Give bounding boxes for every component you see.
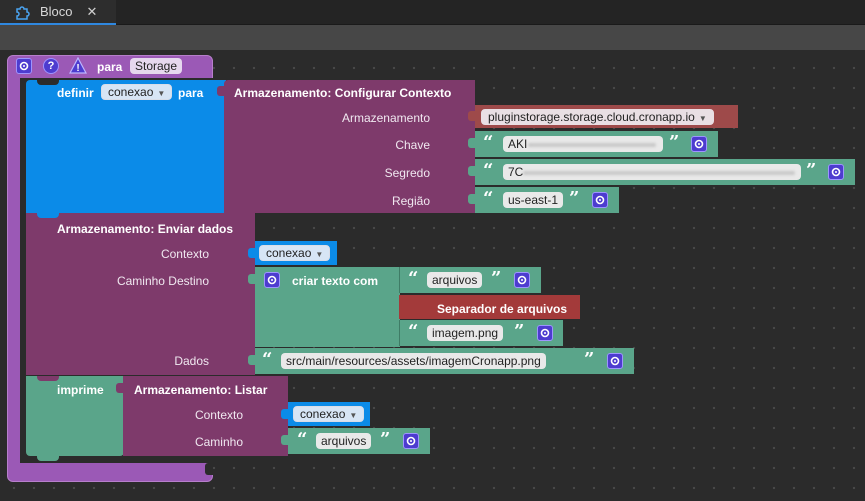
settings-icon[interactable] <box>828 164 844 180</box>
enviar-top-notch <box>37 213 59 218</box>
redacted-text <box>528 143 656 147</box>
configurar-title: Armazenamento: Configurar Contexto <box>234 86 452 100</box>
quote-open: “ <box>408 268 419 289</box>
quote-close: ” <box>584 349 595 370</box>
tab-bar: Bloco ✕ <box>0 0 865 25</box>
puzzle-icon <box>16 5 30 20</box>
input-notch <box>281 435 289 445</box>
regiao-label: Região <box>391 194 430 208</box>
caminho-destino-label: Caminho Destino <box>116 274 209 288</box>
quote-open: “ <box>483 132 494 153</box>
quote-open: “ <box>262 349 273 370</box>
imprime-bottom-notch <box>37 456 59 461</box>
function-name-field[interactable]: Storage <box>130 58 183 74</box>
function-bottom-notch <box>205 463 213 475</box>
armazenamento-label: Armazenamento <box>341 111 430 125</box>
definir-label: definir <box>57 86 94 100</box>
quote-close: ” <box>806 160 817 181</box>
settings-icon[interactable] <box>16 58 32 74</box>
configurar-contexto-block[interactable] <box>224 80 475 213</box>
chevron-down-icon: ▼ <box>315 250 324 259</box>
function-para-label: para <box>97 60 123 74</box>
enviar-title: Armazenamento: Enviar dados <box>57 222 234 236</box>
input-notch <box>468 138 476 148</box>
quote-close: ” <box>380 429 391 450</box>
set-variable-top-notch <box>37 80 59 85</box>
imprime-top-notch <box>37 376 59 381</box>
settings-icon[interactable] <box>514 272 530 288</box>
tab-bloco[interactable]: Bloco ✕ <box>0 0 116 25</box>
texto1-field[interactable]: arquivos <box>427 272 483 288</box>
listar-contexto-label: Contexto <box>194 408 243 422</box>
toolbar <box>0 25 865 50</box>
listar-contexto-dropdown[interactable]: conexao▼ <box>293 406 365 422</box>
settings-icon[interactable] <box>607 353 623 369</box>
redacted-text <box>523 171 795 175</box>
quote-open: “ <box>483 160 494 181</box>
chave-label: Chave <box>395 138 430 152</box>
input-notch <box>248 248 256 258</box>
input-notch <box>248 274 256 284</box>
regiao-field[interactable]: us-east-1 <box>503 192 564 208</box>
contexto-dropdown[interactable]: conexao▼ <box>259 245 331 261</box>
dados-label: Dados <box>174 354 209 368</box>
input-notch <box>468 194 476 204</box>
quote-close: ” <box>669 132 680 153</box>
settings-icon[interactable] <box>403 433 419 449</box>
warning-icon[interactable]: ! <box>69 56 87 74</box>
listar-caminho-label: Caminho <box>194 435 243 449</box>
set-variable-block[interactable] <box>26 80 226 213</box>
input-notch <box>248 355 256 365</box>
imprime-block[interactable] <box>26 376 124 456</box>
texto2-field[interactable]: imagem.png <box>427 325 504 341</box>
output-notch <box>217 86 225 96</box>
help-icon[interactable]: ? <box>43 58 59 74</box>
listar-block[interactable] <box>123 376 288 456</box>
listar-caminho-field[interactable]: arquivos <box>316 433 372 449</box>
listar-title: Armazenamento: Listar <box>134 383 268 397</box>
imprime-label: imprime <box>57 383 104 397</box>
separador-block[interactable] <box>399 295 580 319</box>
settings-icon[interactable] <box>264 272 280 288</box>
segredo-label: Segredo <box>384 166 430 180</box>
quote-open: “ <box>297 429 308 450</box>
quote-open: “ <box>483 188 494 209</box>
tab-title: Bloco <box>40 4 73 19</box>
contexto-label: Contexto <box>160 247 209 261</box>
chevron-down-icon: ▼ <box>698 114 707 123</box>
input-notch <box>281 409 289 419</box>
settings-icon[interactable] <box>691 136 707 152</box>
chevron-down-icon: ▼ <box>157 89 166 98</box>
para-label: para <box>178 86 204 100</box>
criar-texto-label: criar texto com <box>292 274 379 288</box>
chevron-down-icon: ▼ <box>349 411 358 420</box>
quote-close: ” <box>569 188 580 209</box>
variable-dropdown[interactable]: conexao▼ <box>101 84 173 100</box>
dados-field[interactable]: src/main/resources/assets/imagemCronapp.… <box>281 353 546 369</box>
armazenamento-dropdown[interactable]: pluginstorage.storage.cloud.cronapp.io▼ <box>481 109 714 125</box>
quote-close: ” <box>514 321 525 342</box>
output-notch <box>116 383 124 393</box>
settings-icon[interactable] <box>592 192 608 208</box>
input-notch <box>468 111 476 121</box>
separador-label: Separador de arquivos <box>437 302 568 316</box>
close-icon[interactable]: ✕ <box>86 3 98 19</box>
svg-text:!: ! <box>76 63 79 74</box>
enviar-dados-block[interactable] <box>26 213 255 375</box>
quote-open: “ <box>408 321 419 342</box>
quote-close: ” <box>491 268 502 289</box>
input-notch <box>468 166 476 176</box>
settings-icon[interactable] <box>537 325 553 341</box>
